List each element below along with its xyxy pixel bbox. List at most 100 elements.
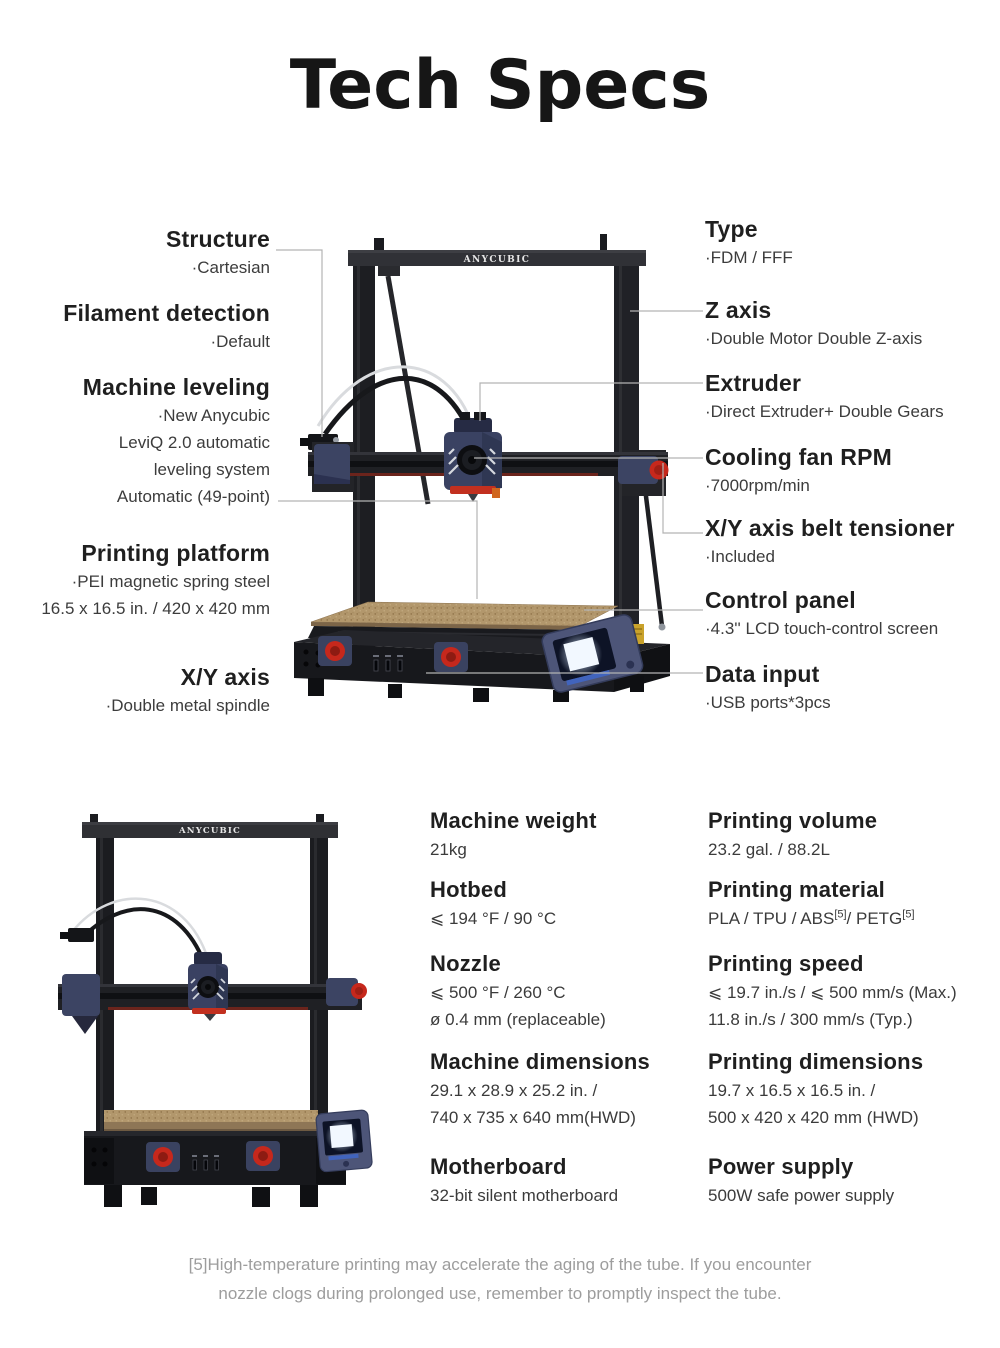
spec-label: Motherboard (430, 1154, 567, 1179)
spec-belt-tensioner: X/Y axis belt tensioner ·Included (705, 513, 997, 570)
spec-label: Machine leveling (82, 374, 270, 400)
spec-value: ø 0.4 mm (replaceable) (430, 1010, 606, 1029)
spec-cooling-fan-rpm: Cooling fan RPM ·7000rpm/min (705, 442, 997, 499)
usb-ports (192, 1155, 219, 1171)
spec-value: 29.1 x 28.9 x 25.2 in. / (430, 1081, 598, 1100)
spec-control-panel: Control panel ·4.3'' LCD touch-control s… (705, 585, 997, 642)
spec-value: 11.8 in./s / 300 mm/s (Typ.) (708, 1010, 913, 1029)
spec-value: ·Direct Extruder+ Double Gears (705, 402, 944, 421)
bowden-tube (316, 365, 475, 436)
spec-power-supply: Power supply 500W safe power supply (708, 1152, 996, 1209)
spec-value: ·Double metal spindle (105, 696, 270, 715)
spec-nozzle: Nozzle ⩽ 500 °F / 260 °C ø 0.4 mm (repla… (430, 949, 706, 1033)
spec-label: Machine weight (430, 808, 597, 833)
spec-label: Printing volume (708, 808, 878, 833)
anycubic-logo: ANYCUBIC (463, 255, 531, 265)
spec-value: 21kg (430, 840, 467, 859)
spec-label: Machine dimensions (430, 1049, 650, 1074)
y-belt-tensioner-knob-left (318, 636, 352, 666)
spec-value: ⩽ 500 °F / 260 °C (430, 983, 566, 1002)
spec-printing-material: Printing material PLA / TPU / ABS[5]/ PE… (708, 875, 996, 932)
spec-label: Nozzle (430, 951, 501, 976)
y-belt-tensioner-knob-left (146, 1142, 180, 1172)
spec-value: Automatic (49-point) (116, 487, 270, 506)
page-title: Tech Specs (289, 46, 711, 125)
spec-value: ⩽ 194 °F / 90 °C (430, 909, 557, 928)
spec-machine-leveling: Machine leveling ·New Anycubic LeviQ 2.0… (0, 372, 270, 510)
footnote-line: [5]High-temperature printing may acceler… (188, 1255, 812, 1274)
spec-value: 16.5 x 16.5 in. / 420 x 420 mm (41, 599, 270, 618)
spec-value: 19.7 x 16.5 x 16.5 in. / (708, 1081, 876, 1100)
spec-value: 500W safe power supply (708, 1186, 895, 1205)
spec-value: ·Cartesian (191, 258, 270, 277)
spec-value: ·7000rpm/min (705, 476, 810, 495)
bowden-tube (71, 897, 210, 963)
gantry-right-cap (326, 978, 358, 1006)
spec-label: Structure (165, 226, 270, 252)
gantry-left-cap (62, 974, 100, 1016)
spec-value: LeviQ 2.0 automatic (118, 433, 270, 452)
printer-base (84, 1131, 346, 1207)
spec-value: 32-bit silent motherboard (430, 1186, 619, 1205)
spec-z-axis: Z axis ·Double Motor Double Z-axis (705, 295, 997, 352)
spec-data-input: Data input ·USB ports*3pcs (705, 659, 997, 716)
footnote-line: nozzle clogs during prolonged use, remem… (218, 1284, 782, 1303)
spec-label: Printing speed (708, 951, 864, 976)
spec-label: Data input (705, 661, 820, 687)
spec-label: Printing platform (81, 540, 270, 566)
control-panel (315, 1109, 373, 1173)
gantry-left-cap (314, 444, 350, 484)
printer-frame: ANYCUBIC (348, 234, 666, 650)
spec-label: X/Y axis (180, 664, 270, 690)
extruder-head (444, 412, 502, 502)
spec-value: ·Double Motor Double Z-axis (705, 329, 923, 348)
printer-illustration-front: ANYCUBIC (58, 814, 373, 1207)
spec-value: ⩽ 19.7 in./s / ⩽ 500 mm/s (Max.) (708, 983, 957, 1002)
spec-machine-weight: Machine weight 21kg (430, 806, 706, 863)
spec-value: ·New Anycubic (157, 406, 270, 425)
spec-filament-detection: Filament detection ·Default (0, 298, 270, 355)
y-belt-tensioner-knob-right (434, 642, 468, 672)
heated-bed (104, 1110, 318, 1131)
spec-value: ·Default (210, 332, 270, 351)
gantry-right-cap (618, 456, 658, 484)
spec-label: Power supply (708, 1154, 854, 1179)
spec-value: ·FDM / FFF (705, 248, 793, 267)
spec-structure: Structure ·Cartesian (0, 224, 270, 281)
spec-printing-volume: Printing volume 23.2 gal. / 88.2L (708, 806, 996, 863)
spec-printing-speed: Printing speed ⩽ 19.7 in./s / ⩽ 500 mm/s… (708, 949, 996, 1033)
spec-printing-dimensions: Printing dimensions 19.7 x 16.5 x 16.5 i… (708, 1047, 996, 1131)
spec-label: Z axis (705, 297, 772, 323)
nozzle (468, 494, 478, 502)
spec-label: Control panel (705, 587, 856, 613)
spec-value: leveling system (153, 460, 270, 479)
spec-label: Hotbed (430, 877, 507, 902)
spec-value: ·Included (705, 547, 775, 566)
spec-label: Filament detection (63, 300, 270, 326)
anti-wobble-rod (641, 479, 665, 627)
spec-value: ·4.3'' LCD touch-control screen (705, 619, 939, 638)
spec-hotbed: Hotbed ⩽ 194 °F / 90 °C (430, 875, 706, 932)
nozzle (204, 1014, 216, 1021)
spec-extruder: Extruder ·Direct Extruder+ Double Gears (705, 368, 997, 425)
spec-label: Printing material (708, 877, 885, 902)
spec-label: Extruder (705, 370, 802, 396)
spec-value: PLA / TPU / ABS[5]/ PETG[5] (708, 908, 915, 928)
footnote: [5]High-temperature printing may acceler… (0, 1250, 1000, 1308)
spec-value: ·USB ports*3pcs (705, 693, 831, 712)
spec-machine-dimensions: Machine dimensions 29.1 x 28.9 x 25.2 in… (430, 1047, 706, 1131)
spec-label: Type (705, 216, 758, 242)
spec-value: 740 x 735 x 640 mm(HWD) (430, 1108, 636, 1127)
spec-value: 500 x 420 x 420 mm (HWD) (708, 1108, 919, 1127)
spec-label: Printing dimensions (708, 1049, 924, 1074)
filament-sensor (60, 928, 94, 942)
spec-value: 23.2 gal. / 88.2L (708, 840, 830, 859)
spec-xy-axis: X/Y axis ·Double metal spindle (0, 662, 270, 719)
printer-frame: ANYCUBIC (82, 814, 338, 1132)
spec-printing-platform: Printing platform ·PEI magnetic spring s… (0, 538, 270, 622)
anycubic-logo: ANYCUBIC (178, 826, 241, 836)
extruder-head (188, 952, 228, 1021)
printer-illustration-main: ANYCUBIC (294, 234, 670, 702)
usb-ports (373, 655, 403, 672)
